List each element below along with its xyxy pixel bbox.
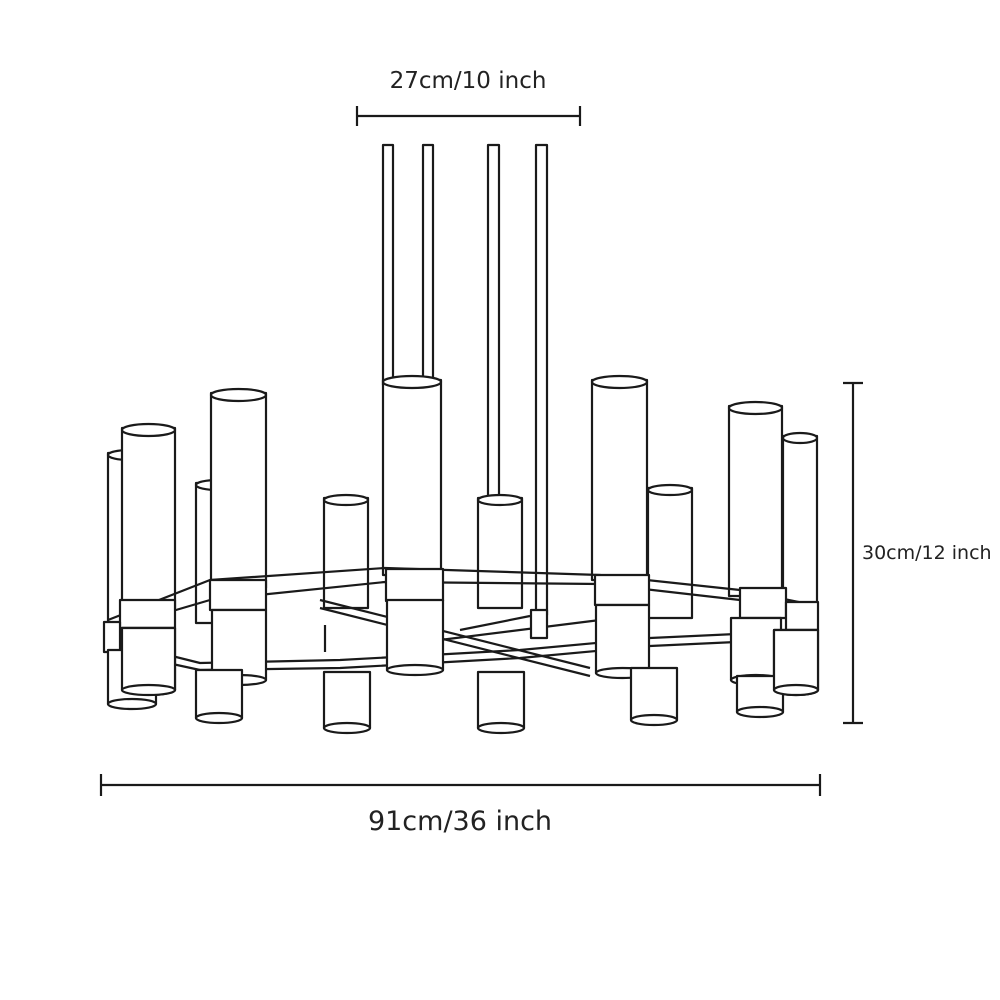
front-lower-cups-overlay xyxy=(120,626,820,697)
overall-width-dimension-line xyxy=(99,774,822,796)
top-width-label: 27cm/10 inch xyxy=(389,68,547,94)
top-dimension-line xyxy=(355,106,582,126)
ring-collars xyxy=(102,567,820,654)
front-candle-tubes xyxy=(120,374,784,610)
height-dimension-line xyxy=(843,381,863,725)
overall-width-label: 91cm/36 inch xyxy=(367,806,553,837)
height-label: 30cm/12 inch xyxy=(862,542,992,564)
back-lower-cups xyxy=(106,648,785,735)
